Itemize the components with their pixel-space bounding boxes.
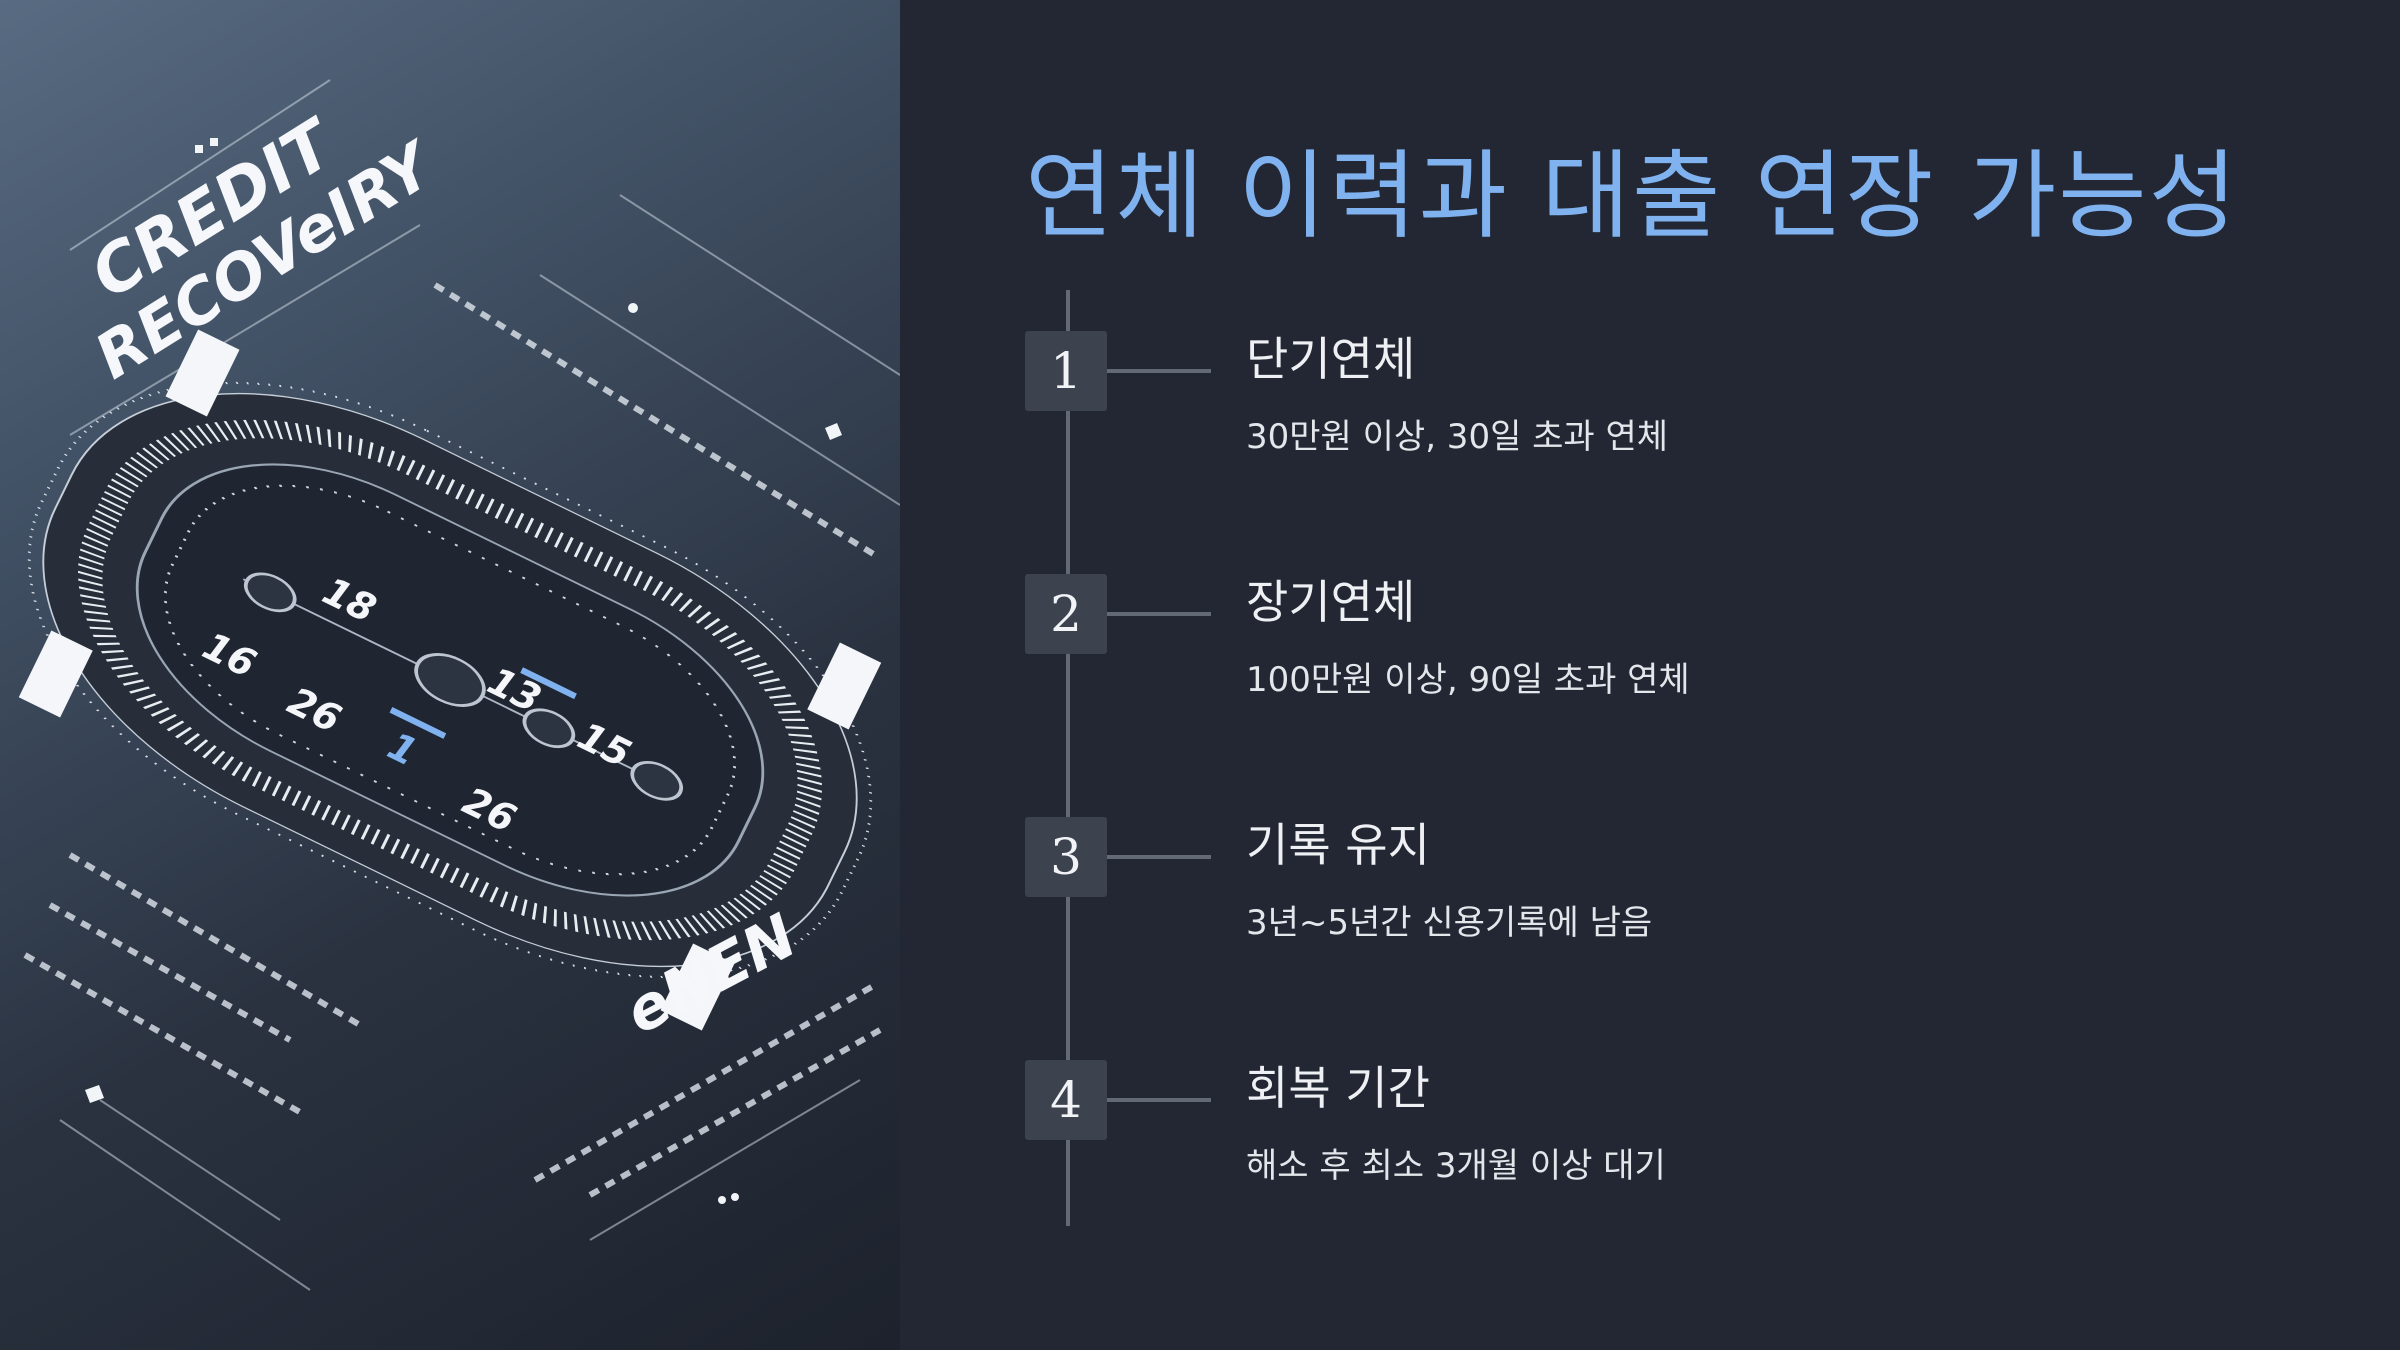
step-description: 30만원 이상, 30일 초과 연체 — [1246, 417, 1669, 457]
timeline-step: 4 회복 기간 해소 후 최소 3개월 이상 대기 — [1025, 1060, 2325, 1220]
isometric-track-illustration: CREDIT RECOVeIRY — [18, 79, 900, 1291]
step-number-badge: 2 — [1025, 574, 1107, 654]
step-connector — [1107, 369, 1211, 373]
credit-recovery-logo: CREDIT RECOVeIRY — [78, 103, 450, 393]
page-title: 연체 이력과 대출 연장 가능성 — [1025, 140, 2239, 252]
step-title: 장기연체 — [1246, 575, 1416, 629]
timeline-step: 1 단기연체 30만원 이상, 30일 초과 연체 — [1025, 331, 2325, 491]
step-connector — [1107, 1098, 1211, 1102]
timeline-step: 3 기록 유지 3년~5년간 신용기록에 남음 — [1025, 817, 2325, 977]
step-title: 기록 유지 — [1246, 818, 1430, 872]
step-number-badge: 3 — [1025, 817, 1107, 897]
step-description: 해소 후 최소 3개월 이상 대기 — [1246, 1146, 1666, 1186]
hero-artwork: CREDIT RECOVeIRY — [0, 0, 900, 1350]
step-title: 단기연체 — [1246, 332, 1416, 386]
step-description: 100만원 이상, 90일 초과 연체 — [1246, 660, 1690, 700]
step-number-badge: 4 — [1025, 1060, 1107, 1140]
step-title: 회복 기간 — [1246, 1061, 1430, 1115]
step-connector — [1107, 612, 1211, 616]
main-content: 연체 이력과 대출 연장 가능성 1 단기연체 30만원 이상, 30일 초과 … — [900, 0, 2400, 1350]
step-number-badge: 1 — [1025, 331, 1107, 411]
timeline-step: 2 장기연체 100만원 이상, 90일 초과 연체 — [1025, 574, 2325, 734]
step-connector — [1107, 855, 1211, 859]
step-description: 3년~5년간 신용기록에 남음 — [1246, 903, 1653, 943]
timeline-line — [1066, 290, 1070, 1226]
